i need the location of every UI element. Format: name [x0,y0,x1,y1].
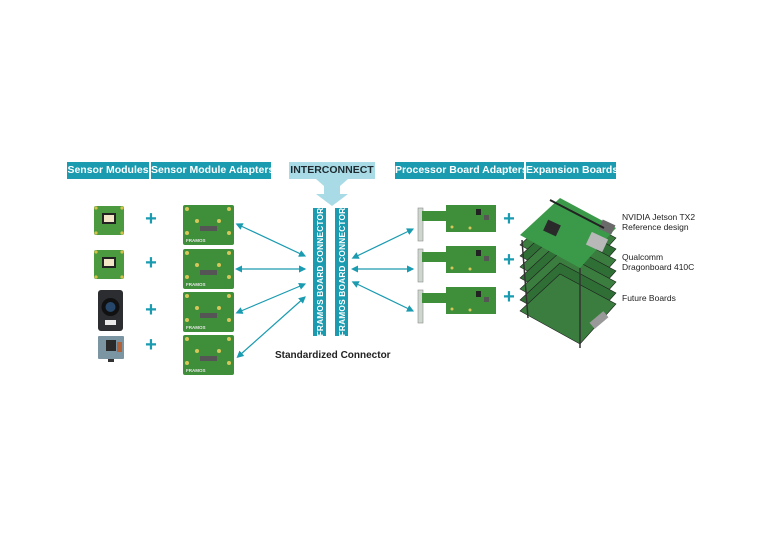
plus-icon: + [503,208,515,230]
plus-icon: + [145,252,157,274]
stack-layer [519,273,617,345]
processor-adapter-board [417,287,496,324]
header-interconnect: INTERCONNECT [289,162,375,179]
adapter-brand-text: FRAMOS [186,325,206,330]
label-line: Dragonboard 410C [622,262,695,272]
expansion-label-nvidia: NVIDIA Jetson TX2 Reference design [622,212,695,232]
connector-label: FRAMOS BOARD CONNECTOR [314,207,325,337]
header-expansion-boards: Expansion Boards [526,162,618,179]
plus-icon: + [145,299,157,321]
adapter-board: FRAMOS [183,292,234,332]
processor-board-adapters [417,205,496,324]
arrows-right [351,228,415,312]
label-line: NVIDIA Jetson TX2 [622,212,696,222]
plus-icon: + [503,249,515,271]
header-processor-board-adapters: Processor Board Adapters [395,162,528,179]
adapter-brand-text: FRAMOS [186,368,206,373]
plus-icon: + [145,208,157,230]
adapter-board: FRAMOS [183,335,234,375]
label-line: Reference design [622,222,689,232]
framos-board-connector-left: FRAMOS BOARD CONNECTOR [313,208,326,336]
processor-adapter-board [417,246,496,283]
plus-icon: + [503,286,515,308]
adapter-brand-text: FRAMOS [186,282,206,287]
sensor-module-4 [98,336,124,362]
sensor-module-2 [94,250,124,279]
sensor-module-3-camera [98,290,123,331]
connector-label: FRAMOS BOARD CONNECTOR [336,207,347,337]
sensor-module-1 [94,206,124,235]
processor-adapter-board [417,205,496,242]
label-line: Future Boards [622,293,676,303]
expansion-label-qualcomm: Qualcomm Dragonboard 410C [622,252,694,272]
sensor-module-adapters: FRAMOS FRAMOS FRAMOS FRAMOS [183,205,234,375]
interconnect-down-arrow [316,179,348,206]
label-line: Qualcomm [622,252,664,262]
header-sensor-module-adapters: Sensor Module Adapters [151,162,274,179]
adapter-board: FRAMOS [183,249,234,289]
header-sensor-modules: Sensor Modules [67,162,149,179]
standardized-connector-caption: Standardized Connector [275,350,391,361]
adapter-board: FRAMOS [183,205,234,245]
plus-icon: + [145,334,157,356]
arrows-left [235,223,307,358]
adapter-brand-text: FRAMOS [186,238,206,243]
framos-board-connector-right: FRAMOS BOARD CONNECTOR [335,208,348,336]
expansion-label-future: Future Boards [622,293,676,303]
expansion-board-stack [519,198,617,348]
